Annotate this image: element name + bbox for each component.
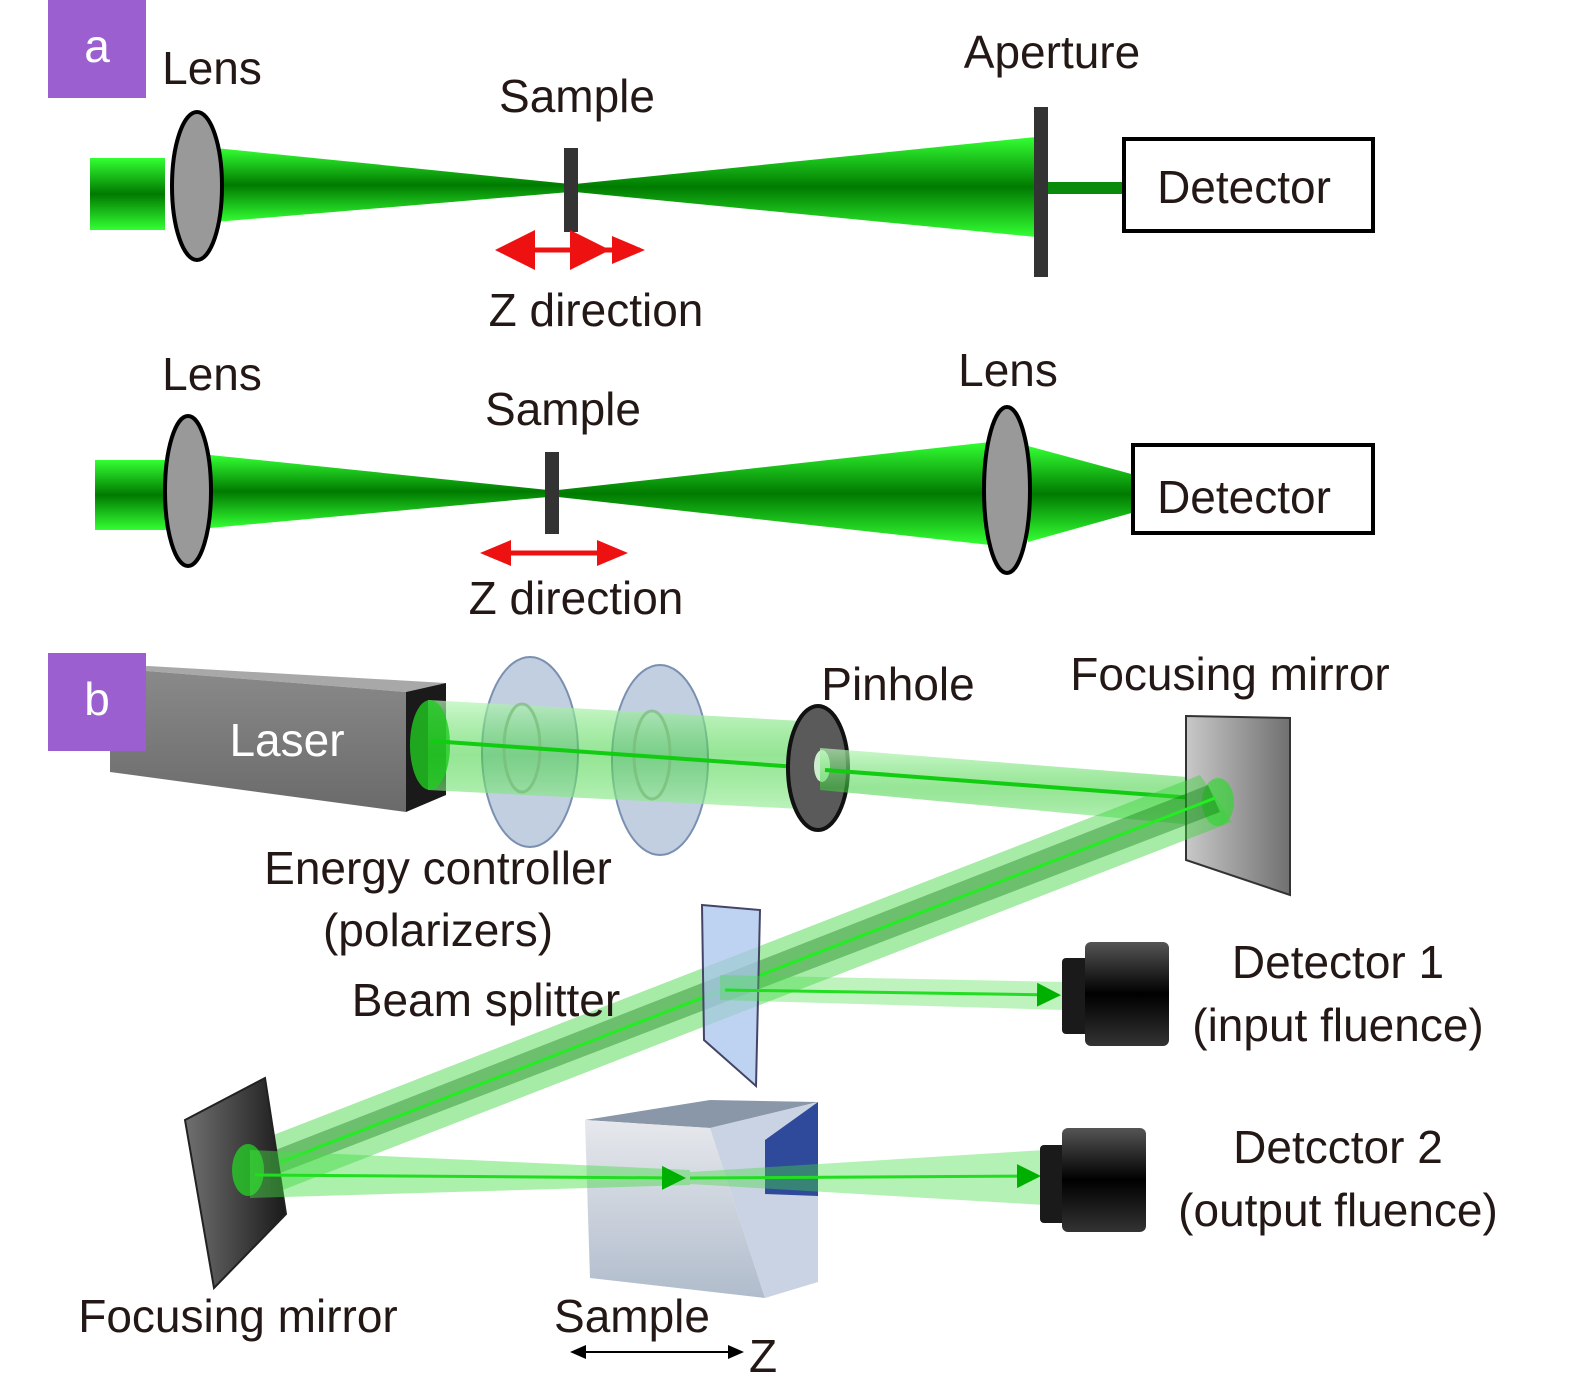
beam-axis-detector-1: [724, 982, 1061, 1007]
panel-b-tag-label: b: [84, 673, 110, 725]
sample-slab: [564, 148, 578, 232]
diverging-beam: [558, 442, 990, 545]
sample-label: Sample: [485, 383, 641, 435]
detector-box: [1122, 137, 1375, 233]
closed-aperture-setup: Lens Sample Aperture Detector Z directio…: [90, 26, 1375, 336]
beam-tube-end: [410, 700, 450, 790]
sample-slab: [545, 452, 559, 534]
converging-beam: [215, 148, 570, 222]
detector-1-label: Detector 1: [1232, 936, 1444, 988]
beam-axis-2: [824, 768, 1228, 815]
beam-to-sample: [250, 1150, 690, 1198]
z-arrow-head-right: [597, 540, 628, 566]
focusing-mirror-top-label: Focusing mirror: [1070, 648, 1390, 700]
panel-a: a Lens Sample Aperture Detector Z direct…: [48, 0, 1375, 624]
focusing-mirror-bottom-label: Focusing mirror: [78, 1290, 398, 1342]
lens-left: [163, 414, 213, 568]
laser-body: [110, 668, 406, 812]
lens-right: [982, 405, 1032, 575]
detector-label: Detector: [1157, 161, 1331, 213]
laser-top-face: [110, 666, 446, 692]
beam-axis-1: [431, 739, 820, 783]
sample-label: Sample: [554, 1290, 710, 1342]
transmitted-beam: [1040, 182, 1125, 194]
z-arrow-head-left: [480, 540, 511, 566]
beam-splitter: [700, 903, 762, 1089]
sample-cube-top: [585, 1100, 818, 1128]
z-arrow-head-left: [498, 236, 531, 264]
detector-1-body: [1085, 942, 1169, 1046]
detector-2-body: [1062, 1128, 1146, 1232]
detector-2-label: Detcctor 2: [1233, 1121, 1443, 1173]
input-beam: [95, 460, 167, 530]
beam-splitter-label: Beam splitter: [352, 974, 620, 1026]
panel-b: b Laser: [48, 648, 1498, 1382]
z-arrow-head-right: [612, 236, 645, 264]
detector-2-fluence-label: (output fluence): [1178, 1184, 1498, 1236]
beam-axis-sample: [254, 1165, 686, 1190]
lens-right-label: Lens: [958, 344, 1058, 396]
beam-tube-2: [820, 748, 1225, 828]
laser-label: Laser: [229, 714, 344, 766]
detector-1-fluence-label: (input fluence): [1192, 999, 1484, 1051]
z-direction-label: Z direction: [489, 284, 704, 336]
lens-left: [170, 110, 224, 262]
z-direction-label: Z direction: [469, 572, 684, 624]
mirror-spot-top: [1202, 778, 1234, 826]
sample-label: Sample: [499, 70, 655, 122]
panel-a-tag-label: a: [84, 20, 110, 72]
pinhole-label: Pinhole: [821, 658, 974, 710]
panel-b-tag: [48, 653, 146, 751]
z-axis-head-right: [728, 1345, 744, 1359]
diverging-beam: [575, 137, 1036, 237]
sample-cube-front: [585, 1120, 765, 1298]
lens-left-label: Lens: [162, 348, 262, 400]
aperture-label: Aperture: [964, 26, 1140, 78]
panel-a-tag: [48, 0, 146, 98]
lens-label: Lens: [162, 42, 262, 94]
z-axis-head-left: [570, 1345, 586, 1359]
mirror-spot-bottom: [232, 1144, 264, 1196]
z-axis-label: Z: [749, 1330, 777, 1382]
refocused-beam: [1028, 446, 1135, 542]
input-beam: [90, 158, 165, 230]
beam-axis-detector-2: [689, 1164, 1041, 1189]
open-aperture-setup: Lens Sample Lens Detector Z direction: [95, 344, 1375, 624]
sample-cube-side-dark: [765, 1102, 818, 1196]
detector-label: Detector: [1157, 471, 1331, 523]
converging-beam: [210, 455, 548, 528]
detector-box: [1131, 443, 1375, 535]
aperture: [1034, 107, 1048, 277]
polarizers-label: (polarizers): [323, 904, 553, 956]
focusing-mirror-top: [1185, 714, 1291, 897]
energy-controller-label: Energy controller: [264, 842, 612, 894]
